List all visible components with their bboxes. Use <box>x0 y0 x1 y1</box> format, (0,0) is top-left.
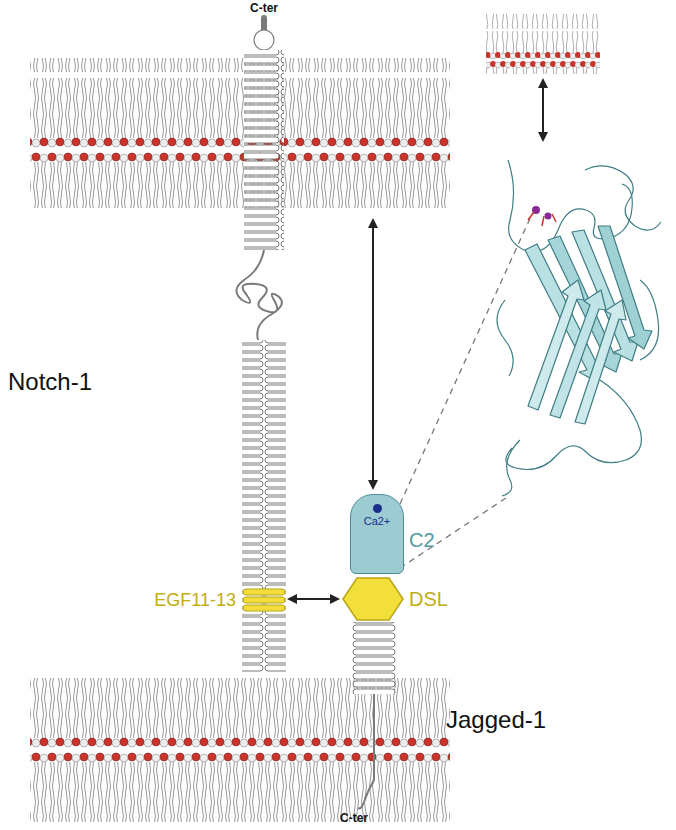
egf-stripes <box>242 588 286 612</box>
terminus-label: C-ter <box>340 811 368 825</box>
protein-name: Jagged-1 <box>446 706 546 734</box>
c2-domain: C2Ca2+ <box>350 494 404 574</box>
c2-ribbon-structure <box>497 160 661 496</box>
membrane-inset <box>486 14 600 74</box>
zoom-line <box>400 214 532 504</box>
ion-label: Ca2+ <box>351 515 403 527</box>
ion-dot <box>373 504 382 513</box>
egf-repeats: EGF11-13 <box>242 588 286 612</box>
binding-arrow <box>542 80 544 140</box>
domain-label: C2 <box>409 529 435 552</box>
terminus-label: C-ter <box>250 1 278 15</box>
domain-label: EGF11-13 <box>154 590 236 611</box>
notch-receptor <box>236 18 286 672</box>
dsl-domain: DSL <box>341 576 405 622</box>
cell-membrane <box>30 58 450 208</box>
domain-label: DSL <box>409 588 448 611</box>
protein-name: Notch-1 <box>8 368 92 396</box>
jagged-stalk <box>352 622 396 808</box>
cell-membrane <box>30 672 450 822</box>
calcium-ion <box>528 206 556 226</box>
zoom-line <box>400 498 506 568</box>
hexagon-shape <box>341 576 405 622</box>
binding-arrow <box>289 598 338 600</box>
binding-arrow <box>372 220 374 488</box>
